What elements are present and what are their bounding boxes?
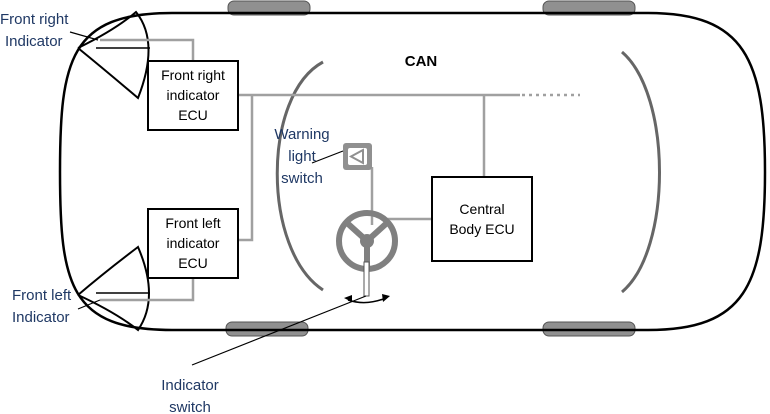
label-warning-light-switch-line3: switch — [281, 170, 323, 187]
front-right-ecu-line1: Front right — [161, 67, 225, 83]
pointer-front-right-indicator — [69, 31, 99, 41]
label-front-right-indicator-line1: Front right — [0, 11, 69, 28]
central-body-ecu-box — [431, 176, 533, 262]
label-indicator-switch-line1: Indicator — [161, 377, 219, 394]
tire-front-right — [227, 0, 311, 16]
front-right-ecu-line2: indicator — [167, 87, 220, 103]
pointer-front-left-indicator — [77, 299, 101, 310]
front-left-ecu: Front left indicator ECU — [147, 208, 239, 279]
front-left-light-arc — [77, 245, 150, 332]
annotation-labels: Front right Indicator Front left Indicat… — [0, 11, 330, 414]
label-front-right-indicator-line2: Indicator — [5, 33, 63, 50]
wire-front-right-light — [100, 38, 195, 61]
front-right-ecu-line3: ECU — [178, 107, 208, 123]
label-warning-light-switch-line1: Warning — [274, 126, 329, 143]
cabin-rear-bracket — [621, 50, 661, 294]
wire-front-left-ecu-to-bus — [238, 95, 254, 242]
label-pointers — [69, 31, 367, 366]
can-bus-wiring — [100, 38, 580, 302]
front-left-ecu-box — [147, 208, 239, 279]
wire-front-left-light — [100, 279, 195, 302]
cabin-front-bracket — [275, 60, 324, 292]
front-right-ecu-box — [147, 60, 239, 131]
label-front-left-indicator-line1: Front left — [12, 287, 72, 304]
label-indicator-switch-line2: switch — [169, 399, 211, 414]
front-right-ecu: Front right indicator ECU — [147, 60, 239, 131]
front-left-ecu-line1: Front left — [165, 215, 220, 231]
pointer-warning-light-switch — [311, 150, 344, 164]
label-warning-light-switch-line2: light — [288, 148, 316, 165]
steering-wheel-icon — [336, 210, 398, 272]
pointer-indicator-switch — [191, 295, 367, 366]
front-left-ecu-line2: indicator — [167, 235, 220, 251]
central-body-ecu-line1: Central — [459, 201, 504, 217]
can-bus-label: CAN — [405, 53, 438, 70]
label-front-left-indicator-line2: Indicator — [12, 309, 70, 326]
front-right-light-arc — [77, 10, 150, 100]
warning-light-switch-icon — [343, 143, 372, 170]
central-body-ecu-line2: Body ECU — [449, 221, 514, 237]
car-body-outline — [58, 11, 767, 332]
central-body-ecu: Central Body ECU — [431, 176, 533, 262]
tire-rear-right — [542, 0, 636, 16]
front-left-ecu-line3: ECU — [178, 255, 208, 271]
indicator-switch-stalk — [344, 261, 390, 304]
tires — [225, 0, 636, 337]
